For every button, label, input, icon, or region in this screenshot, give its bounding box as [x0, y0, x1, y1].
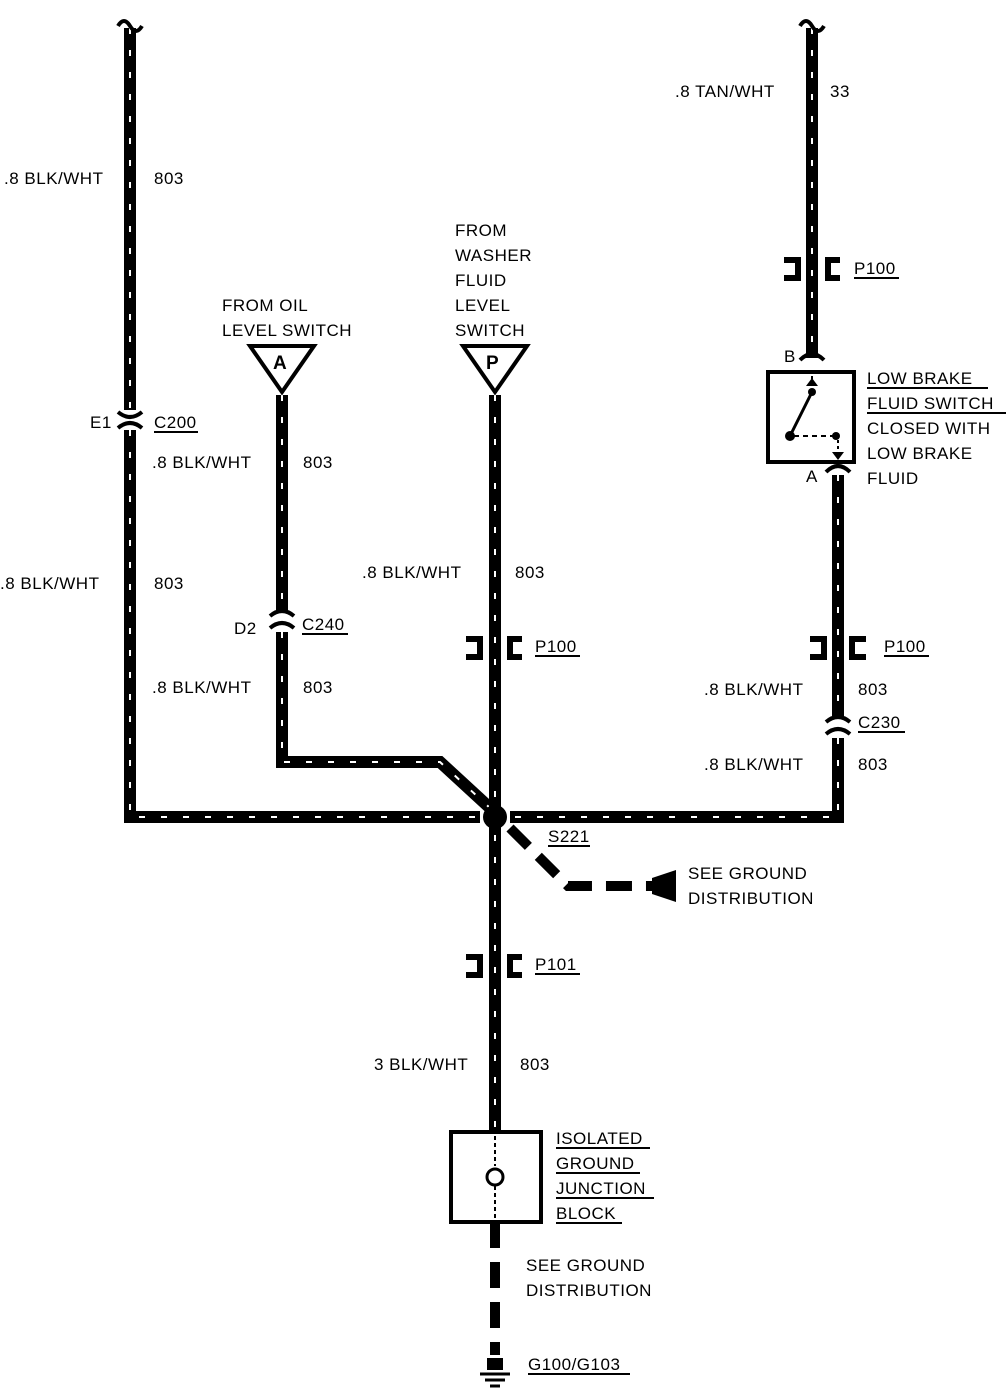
washer-source-line-5: SWITCH — [455, 321, 525, 340]
junction-block: ISOLATED GROUND JUNCTION BLOCK — [449, 1129, 654, 1224]
wire-break-left — [116, 19, 144, 33]
wires — [124, 28, 844, 1355]
junction-block-line-2: GROUND — [556, 1154, 635, 1173]
brake-switch-line-4: LOW BRAKE — [867, 444, 973, 463]
ground-ref-bottom-line-1: SEE GROUND — [526, 1256, 645, 1275]
washer-source-line-2: WASHER — [455, 246, 532, 265]
brake-switch-pin-b: B — [784, 347, 796, 366]
washer-source: P FROM WASHER FLUID LEVEL SWITCH — [455, 221, 532, 396]
wire-splice-ground — [506, 824, 676, 902]
wire-left-upper-circuit: 803 — [154, 169, 184, 188]
brake-switch-line-5: FLUID — [867, 469, 919, 488]
wire-oil-lower-gauge: .8 BLK/WHT — [152, 678, 251, 697]
connector-p101-label: P101 — [535, 955, 577, 974]
ground-label: G100/G103 — [528, 1355, 620, 1374]
oil-source-letter: A — [273, 353, 287, 374]
junction-block-line-1: ISOLATED — [556, 1129, 643, 1148]
wire-oil — [276, 395, 495, 813]
brake-switch-line-1: LOW BRAKE — [867, 369, 973, 388]
washer-source-letter: P — [486, 353, 499, 374]
brake-switch-line-3: CLOSED WITH — [867, 419, 991, 438]
wire-main-gauge: 3 BLK/WHT — [374, 1055, 468, 1074]
connector-c230: C230 — [824, 713, 905, 736]
connector-c200-label: C200 — [154, 413, 197, 432]
wire-washer-gauge: .8 BLK/WHT — [362, 563, 461, 582]
ground-ref-splice-line-2: DISTRIBUTION — [688, 889, 814, 908]
wire-oil-upper-gauge: .8 BLK/WHT — [152, 453, 251, 472]
wire-brake-top-gauge: .8 TAN/WHT — [675, 82, 775, 101]
junction-block-line-4: BLOCK — [556, 1204, 616, 1223]
connector-p100-washer-label: P100 — [535, 637, 577, 656]
wire-brake-lower-gauge: .8 BLK/WHT — [704, 755, 803, 774]
connector-c200: E1 C200 — [90, 410, 198, 433]
connector-p100-brake-top: P100 — [784, 257, 899, 281]
wire-brake-lower — [510, 475, 844, 823]
connector-c240-pin: D2 — [234, 619, 257, 638]
wire-brake-top-circuit: 33 — [830, 82, 850, 101]
brake-switch: B A LOW BRAKE FLUID SWITCH CLOSED WITH L… — [766, 347, 1006, 488]
wire-left-upper-gauge: .8 BLK/WHT — [4, 169, 103, 188]
wire-break-right — [798, 19, 826, 33]
connector-c240-label: C240 — [302, 615, 345, 634]
wire-oil-lower-circuit: 803 — [303, 678, 333, 697]
oil-source-line-2: LEVEL SWITCH — [222, 321, 352, 340]
wire-left — [124, 28, 480, 823]
connector-p100-brake-lower: P100 — [810, 636, 929, 660]
connector-c240: D2 C240 — [234, 609, 348, 638]
washer-source-line-4: LEVEL — [455, 296, 510, 315]
brake-switch-line-2: FLUID SWITCH — [867, 394, 994, 413]
connector-p101: P101 — [466, 954, 580, 978]
splice-s221-label: S221 — [548, 827, 590, 846]
wire-left-lower-gauge: .8 BLK/WHT — [0, 574, 99, 593]
wire-left-lower-circuit: 803 — [154, 574, 184, 593]
wire-brake-upper-gauge: .8 BLK/WHT — [704, 680, 803, 699]
connector-p100-washer: P100 — [466, 636, 580, 660]
wire-washer-circuit: 803 — [515, 563, 545, 582]
ground-ref-bottom-line-2: DISTRIBUTION — [526, 1281, 652, 1300]
splice-s221-dot — [483, 805, 507, 829]
washer-source-line-1: FROM — [455, 221, 507, 240]
washer-source-line-3: FLUID — [455, 271, 507, 290]
oil-source: A FROM OIL LEVEL SWITCH — [222, 296, 352, 396]
ground-icon — [480, 1358, 510, 1388]
oil-source-line-1: FROM OIL — [222, 296, 308, 315]
connector-c230-label: C230 — [858, 713, 901, 732]
wire-oil-upper-circuit: 803 — [303, 453, 333, 472]
brake-switch-pin-a: A — [806, 467, 818, 486]
wire-brake-upper-circuit: 803 — [858, 680, 888, 699]
ground-ref-splice-line-1: SEE GROUND — [688, 864, 807, 883]
wire-main-circuit: 803 — [520, 1055, 550, 1074]
connector-c200-pin: E1 — [90, 413, 112, 432]
junction-block-line-3: JUNCTION — [556, 1179, 646, 1198]
connector-p100-brake-top-label: P100 — [854, 259, 896, 278]
wire-brake-lower-circuit: 803 — [858, 755, 888, 774]
connector-p100-brake-lower-label: P100 — [884, 637, 926, 656]
